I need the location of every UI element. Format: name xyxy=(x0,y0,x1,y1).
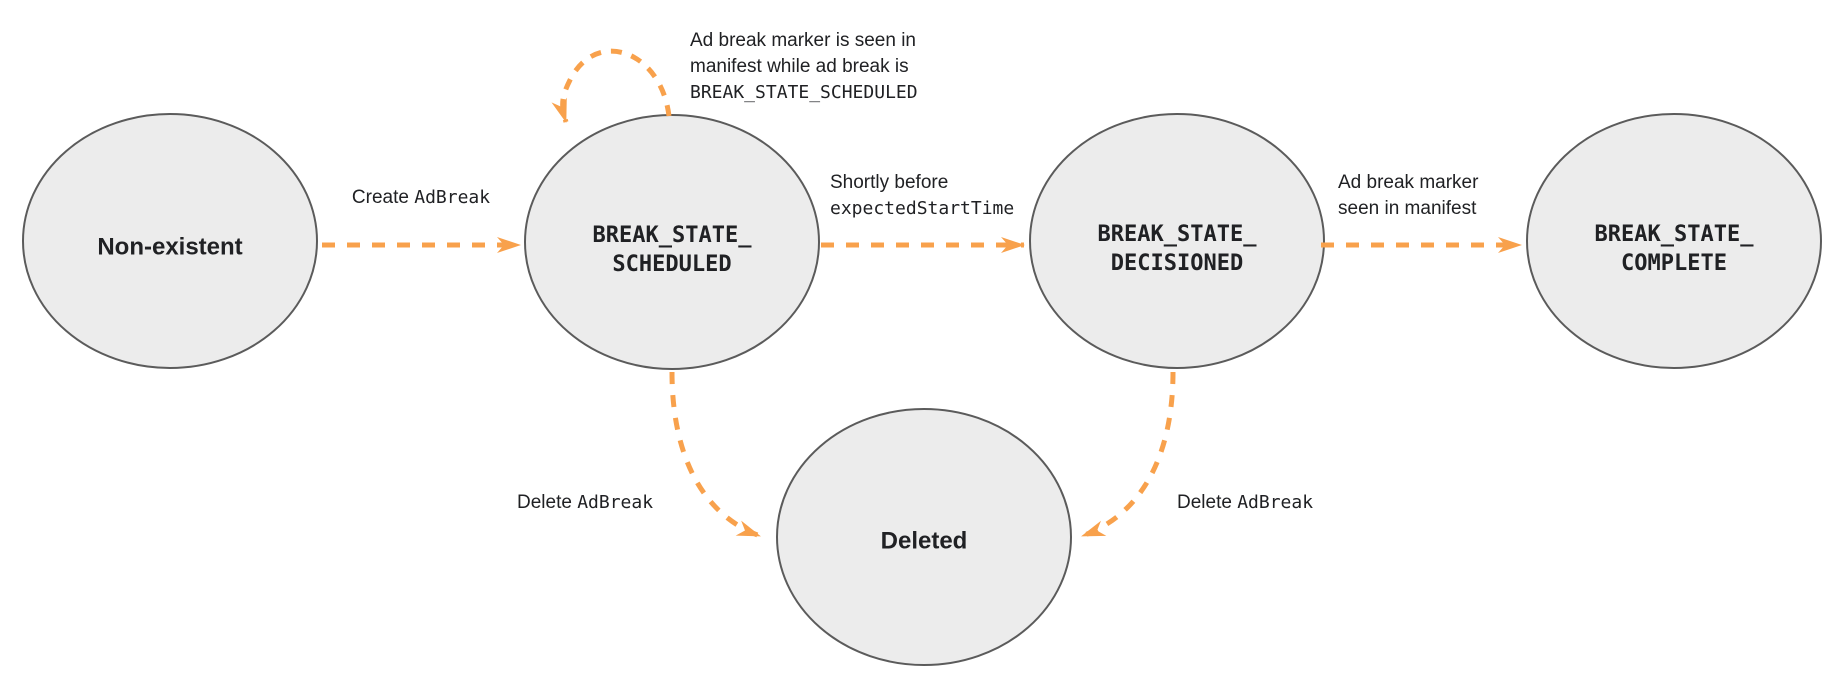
state-node-deleted xyxy=(776,408,1072,666)
edge-label-create-code: AdBreak xyxy=(414,187,491,208)
delete-right-text: Delete xyxy=(1177,492,1238,513)
node-label-break-state-decisioned: BREAK_STATE_ DECISIONED xyxy=(1097,222,1257,276)
edge-scheduled-to-deleted xyxy=(669,371,761,539)
marker-seen-line2: seen in manifest xyxy=(1338,198,1477,219)
self-loop-label-line1: Ad break marker is seen in xyxy=(690,30,916,51)
state-node-break-state-decisioned xyxy=(1029,113,1325,369)
node-label-non-existent: Non-existent xyxy=(97,233,243,261)
edge-label-shortly-before: Shortly before expectedStartTime xyxy=(830,170,1014,222)
edge-label-self-loop: Ad break marker is seen in manifest whil… xyxy=(690,28,918,106)
edge-self-loop-scheduled xyxy=(551,48,672,123)
node-label-break-state-scheduled: BREAK_STATE_ SCHEDULED xyxy=(592,223,752,277)
edge-label-create-adbreak: Create AdBreak xyxy=(352,185,490,211)
state-node-non-existent xyxy=(22,113,318,369)
shortly-before-line2: expectedStartTime xyxy=(830,198,1015,219)
edge-label-create-text: Create xyxy=(351,187,415,208)
state-node-break-state-scheduled xyxy=(524,114,820,370)
delete-right-code: AdBreak xyxy=(1237,492,1314,513)
node-label-deleted: Deleted xyxy=(880,527,968,555)
delete-left-text: Delete xyxy=(517,492,578,513)
self-loop-label-line3: BREAK_STATE_SCHEDULED xyxy=(690,82,918,103)
marker-seen-line1: Ad break marker xyxy=(1338,172,1479,193)
state-node-break-state-complete xyxy=(1526,113,1822,369)
edge-decisioned-to-deleted xyxy=(1081,371,1176,539)
edge-label-marker-seen: Ad break marker seen in manifest xyxy=(1338,170,1478,222)
node-label-break-state-complete: BREAK_STATE_ COMPLETE xyxy=(1594,222,1754,276)
shortly-before-line1: Shortly before xyxy=(830,172,949,193)
self-loop-label-line2: manifest while ad break is xyxy=(690,56,909,77)
edge-label-delete-adbreak-right: Delete AdBreak xyxy=(1177,490,1313,516)
edge-label-delete-adbreak-left: Delete AdBreak xyxy=(517,490,653,516)
delete-left-code: AdBreak xyxy=(577,492,654,513)
